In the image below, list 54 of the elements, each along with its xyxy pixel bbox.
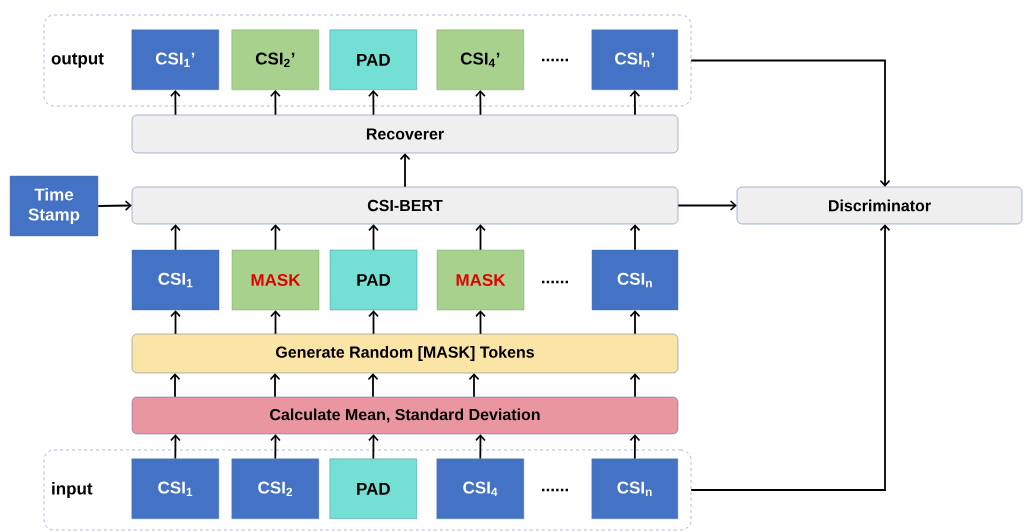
arrow [629, 224, 641, 251]
token-box: PAD [329, 29, 417, 90]
ellipsis: ...... [542, 280, 568, 284]
arrow [475, 434, 486, 460]
arrow [475, 224, 486, 251]
arrow [368, 90, 379, 116]
arrow [629, 434, 641, 460]
token-box: CSI$_{1}$’ [131, 29, 219, 90]
ellipsis: ...... [542, 58, 568, 62]
arrow [629, 90, 641, 116]
arrow [170, 434, 181, 460]
token-box: CSI$_{1}$ [131, 458, 219, 519]
arrow [270, 224, 281, 251]
token-box: MASK [436, 249, 525, 311]
token-box: CSI$_{4}$ [436, 458, 524, 519]
arrow [690, 224, 891, 491]
arrow [629, 310, 641, 335]
token-box: CSI$_{1}$ [131, 249, 220, 311]
token-box: CSI$_{2}$ [231, 458, 319, 519]
token-box: PAD [329, 249, 418, 311]
token-box: PAD [329, 458, 417, 519]
arrow [170, 90, 181, 116]
arrow [270, 310, 281, 335]
process-box: Calculate Mean, Standard Deviation [131, 396, 679, 435]
token-box: CSI$_{4}$’ [436, 29, 524, 90]
ellipsis: ...... [542, 488, 568, 492]
arrow [475, 90, 486, 116]
arrow [629, 373, 641, 398]
arrow [690, 59, 891, 187]
arrow [270, 434, 281, 460]
process-box: CSI-BERT [131, 186, 679, 225]
token-box: Time Stamp [9, 175, 99, 237]
arrow [169, 373, 181, 398]
arrow [475, 310, 486, 335]
arrow [368, 224, 379, 251]
arrow [399, 153, 411, 188]
token-box: CSI$_{n}$’ [591, 29, 678, 90]
arrow [468, 373, 480, 398]
process-box: Generate Random [MASK] Tokens [131, 333, 679, 374]
token-box: CSI$_{n}$ [591, 458, 678, 519]
process-box: Recoverer [131, 114, 679, 154]
arrow [368, 310, 379, 335]
token-box: MASK [231, 249, 320, 311]
arrow [170, 224, 181, 251]
arrow [170, 310, 181, 335]
arrow [269, 373, 281, 398]
arrow [677, 200, 737, 211]
arrow [97, 200, 132, 211]
token-box: CSI$_{n}$ [591, 249, 679, 311]
arrow [368, 434, 379, 460]
process-box: Discriminator [736, 186, 1023, 225]
arrow [367, 373, 379, 398]
arrow [270, 90, 281, 116]
token-box: CSI$_{2}$’ [231, 29, 319, 90]
